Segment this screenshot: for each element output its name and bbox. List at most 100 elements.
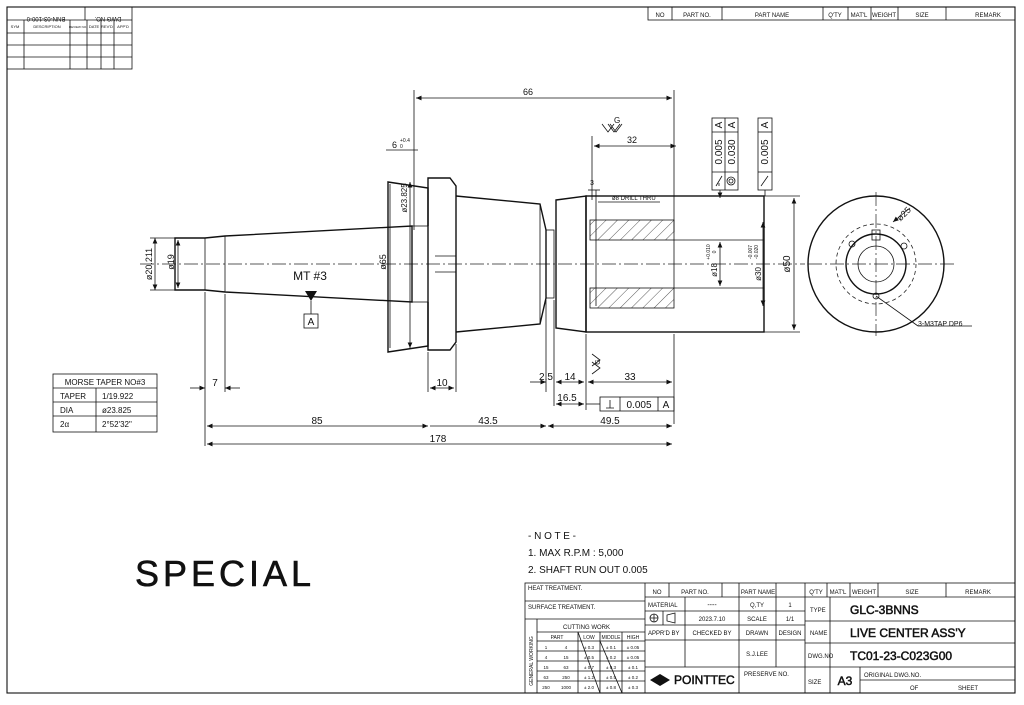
dim-33: 33 (624, 372, 636, 383)
qty-label: Q,TY (750, 603, 764, 609)
gdt-frame-2: A 0.030 (726, 121, 738, 186)
scale-label: SCALE (747, 617, 767, 623)
dim-3: 3 (590, 180, 594, 187)
dim-50: ø50 (782, 255, 793, 273)
morse-title: MORSE TAPER NO#3 (65, 378, 146, 387)
plist-size: SIZE (915, 13, 928, 19)
company-name: POINTTEC (674, 673, 735, 687)
svg-text:Q'TY: Q'TY (809, 590, 822, 596)
dim-66: 66 (523, 87, 533, 97)
morse-taper-value: 1/19.922 (102, 392, 134, 401)
svg-text:REMARK: REMARK (965, 590, 991, 596)
rev-header-review: REVIEW NO. (69, 25, 87, 29)
morse-angle-value: 2°52'32" (102, 420, 132, 429)
plist-partno: PART NO. (683, 13, 711, 19)
dim-2-5: 2.5 (539, 372, 553, 383)
svg-text:± 0.7: ± 0.7 (584, 665, 594, 670)
dim-20-211: ø20.211 (144, 248, 154, 280)
svg-text:WEIGHT: WEIGHT (852, 590, 876, 596)
of-label: OF (910, 686, 919, 692)
dim-49-5: 49.5 (600, 416, 620, 427)
dim-6: 6 (392, 140, 397, 150)
gdt-frame-1: A 0.005 (711, 117, 739, 198)
tap-note: 3-M3TAP DP6 (918, 321, 963, 328)
svg-text:15: 15 (563, 655, 569, 660)
rev-dwg-no-label: DWG NO. (94, 15, 121, 21)
svg-text:A: A (714, 121, 725, 128)
rev-header-revd: REV'D (101, 24, 113, 29)
rev-header-date: DATE (89, 24, 100, 29)
svg-text:A: A (760, 121, 771, 128)
morse-dia-value: ø23.825 (102, 406, 132, 415)
svg-text:250: 250 (542, 685, 550, 690)
datum-a-label: A (308, 317, 315, 328)
rev-header-desc: DESCRIPTION (33, 24, 60, 29)
dim-6-tol2: 0 (400, 144, 403, 150)
gdt-frame-3: A 0.005 (757, 117, 773, 196)
dim-25: ø25 (895, 205, 913, 223)
plist-no: NO (656, 13, 665, 19)
sheet-label: SHEET (958, 686, 978, 692)
dwgno-label: DWG.NO (808, 654, 834, 660)
svg-text:1: 1 (545, 645, 548, 650)
dim-18: ø18 (710, 263, 719, 277)
plist-matl: MAT'L (851, 13, 868, 19)
dim-85: 85 (311, 416, 323, 427)
original-dwg: ORIGINAL DWG.NO. (864, 673, 921, 679)
dim-30-tol: -0.007 (748, 245, 754, 259)
dim-18-tol: +0.010 (706, 244, 712, 260)
svg-text:SIZE: SIZE (905, 590, 918, 596)
dim-10: 10 (436, 378, 448, 389)
size-value: A3 (838, 674, 853, 688)
side-view: MT #3 A (140, 177, 805, 353)
svg-text:0.030: 0.030 (727, 139, 738, 164)
dwgno-value: TC01-23-C023G00 (850, 649, 952, 663)
preserve-no: PRESERVE NO. (744, 672, 789, 678)
plist-qty: Q'TY (828, 13, 841, 19)
dim-16-5: 16.5 (557, 393, 577, 404)
sheet-border (6, 6, 1016, 694)
side-dimensions: 66 6 +0.4 0 G 32 3 ø8 DRILL THRU ø23.825… (144, 87, 800, 447)
cw-row-4: 63 250 ± 1.2 ± 0.5 ± 0.2 (543, 675, 638, 680)
revision-block: BNN-03-100-0 DWG NO. SYM DESCRIPTION REV… (6, 6, 133, 70)
cw-row-2: 4 15 ± 0.5 ± 0.2 ± 0.05 (545, 655, 640, 660)
dim-178: 178 (430, 434, 447, 445)
svg-text:NO: NO (653, 590, 662, 596)
svg-text:250: 250 (562, 675, 570, 680)
name-label: NAME (810, 631, 827, 637)
dim-43-5: 43.5 (478, 416, 498, 427)
svg-text:PART NAME: PART NAME (741, 590, 775, 596)
rev-dwg-no-value: BNN-03-100-0 (26, 15, 65, 21)
datum-a-triangle (305, 291, 317, 301)
material-value: ---- (707, 602, 717, 609)
apprd-by: APPR'D BY (648, 631, 680, 637)
svg-text:0.005: 0.005 (760, 139, 771, 164)
dim-18-tol2: 0 (712, 250, 718, 253)
section-hatch-bottom (589, 287, 675, 309)
svg-text:63: 63 (543, 675, 549, 680)
svg-text:0.005: 0.005 (626, 400, 651, 411)
svg-text:LOW: LOW (583, 635, 595, 641)
dim-19: ø19 (166, 254, 176, 270)
note-1: 1. MAX R.P.M : 5,000 (528, 548, 624, 559)
drill-note: ø8 DRILL THRU (612, 196, 656, 202)
company-logo (650, 674, 670, 686)
date-value: 2023.7.10 (699, 617, 726, 623)
end-outer-circle (807, 195, 945, 333)
roughness-top: G (614, 116, 620, 125)
surface-treatment: SURFACE TREATMENT. (528, 605, 595, 611)
svg-text:4: 4 (565, 645, 568, 650)
general-working: GENERAL WORKING (529, 636, 535, 686)
morse-angle-label: 2α (60, 420, 69, 429)
svg-text:A: A (727, 121, 738, 128)
svg-text:± 0.3: ± 0.3 (628, 685, 638, 690)
morse-taper-label: TAPER (60, 392, 86, 401)
rev-header-appd: APP'D (117, 24, 129, 29)
checked-by: CHECKED BY (692, 631, 731, 637)
svg-text:± 0.2: ± 0.2 (606, 655, 616, 660)
gdt-perpendicularity: 0.005 A (586, 396, 675, 412)
type-label: TYPE (810, 608, 826, 614)
plist-partname: PART NAME (755, 13, 789, 19)
svg-text:MAT'L: MAT'L (830, 590, 847, 596)
morse-taper-table: MORSE TAPER NO#3 TAPER 1/19.922 DIA ø23.… (52, 373, 158, 433)
